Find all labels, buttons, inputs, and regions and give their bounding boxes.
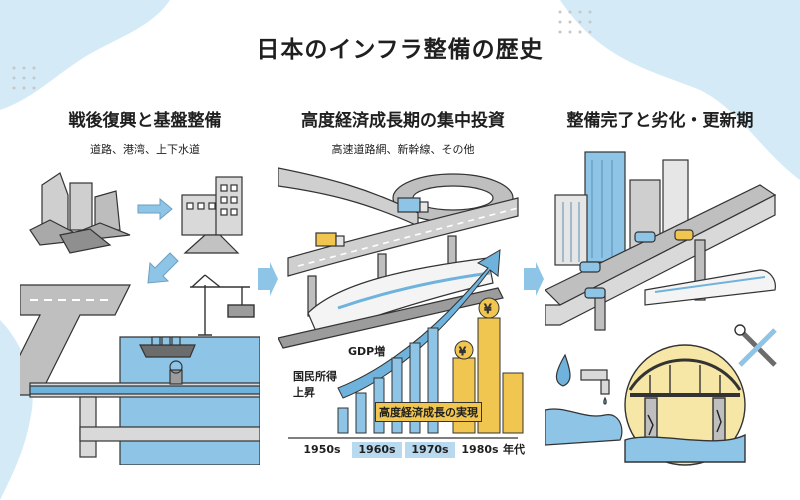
port-crane-icon <box>190 274 255 336</box>
decade-1950s: 1950s <box>303 443 341 456</box>
income-label-line1: 国民所得 <box>293 370 337 383</box>
rebuilt-buildings-icon <box>181 176 243 254</box>
water-stream <box>545 408 623 446</box>
gdp-label: GDP増 <box>348 345 386 358</box>
svg-text:¥: ¥ <box>459 345 466 358</box>
panel-1-title: 戦後復興と基盤整備 <box>68 111 222 131</box>
income-label-line2: 上昇 <box>293 386 315 399</box>
road-network-icon <box>20 284 131 396</box>
growth-arrow-icon <box>337 249 501 399</box>
arrow-right-icon <box>524 262 544 296</box>
ruined-buildings-icon <box>29 172 131 254</box>
panel-1-illustration <box>20 172 260 465</box>
panel-2-subtitle: 高速道路網、新幹線、その他 <box>331 143 475 156</box>
panel-3-illustration <box>545 151 777 466</box>
faucet-icon <box>580 369 610 405</box>
water-drop-icon <box>555 353 571 387</box>
page-title: 日本のインフラ整備の歴史 <box>256 37 544 63</box>
panel-2-illustration: ¥ ¥ <box>278 167 524 439</box>
panel-3-title: 整備完了と劣化・更新期 <box>566 111 754 131</box>
truck-icon <box>397 197 429 213</box>
decade-1960s: 1960s <box>352 442 402 458</box>
truck-icon <box>315 232 345 247</box>
water-pipes-icon <box>29 360 260 458</box>
timeline-unit: 年代 <box>503 443 525 456</box>
cargo-ship-icon <box>139 336 196 358</box>
panel-1-subtitle: 道路、港湾、上下水道 <box>90 143 200 156</box>
wrench-screwdriver-icon <box>734 324 777 367</box>
aging-bridge-icon <box>624 344 746 466</box>
decade-1970s: 1970s <box>405 442 455 458</box>
panel-2-title: 高度経済成長期の集中投資 <box>301 111 505 131</box>
svg-text:¥: ¥ <box>484 302 492 316</box>
arrow-right-icon <box>258 262 278 296</box>
decade-1980s: 1980s <box>461 443 499 456</box>
yen-coin-stack-icon: ¥ ¥ <box>452 297 524 434</box>
shinkansen-train-icon <box>278 257 504 349</box>
growth-banner: 高度経済成長の実現 <box>375 402 482 422</box>
skyscrapers-icon <box>554 151 689 266</box>
elevated-highway-icon <box>545 184 777 331</box>
train-icon <box>644 269 776 306</box>
